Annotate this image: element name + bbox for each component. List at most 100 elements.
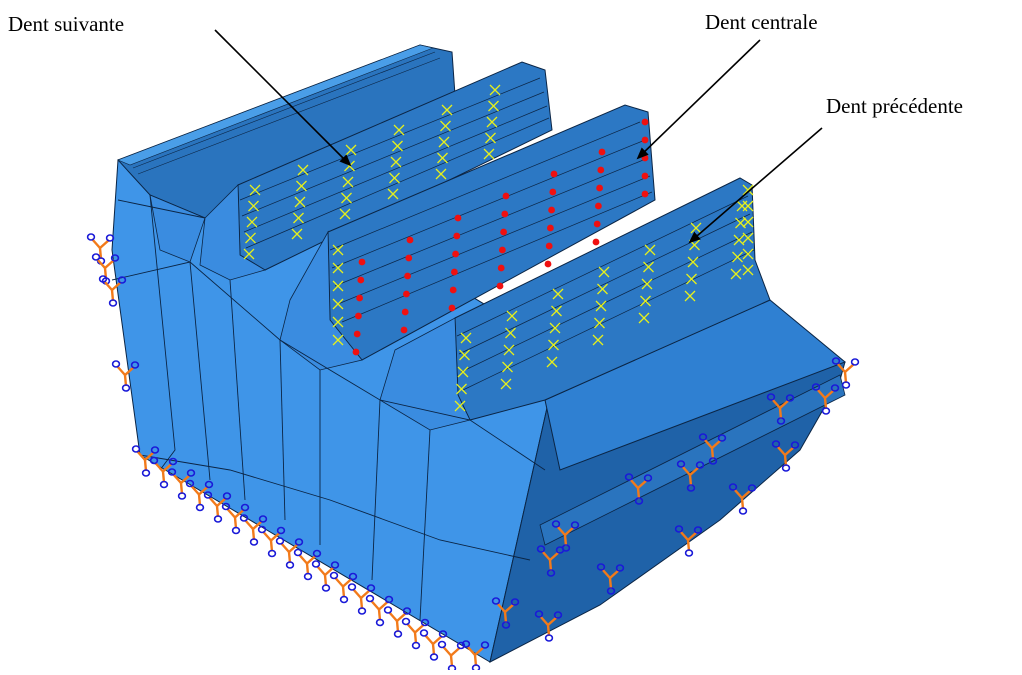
node-marker-icon — [441, 104, 453, 116]
node-marker-icon — [342, 176, 354, 188]
node-marker-icon — [546, 356, 558, 368]
node-marker-icon — [291, 228, 303, 240]
contact-node-icon — [405, 254, 413, 262]
body-right-band — [539, 374, 846, 546]
contact-node-icon — [356, 294, 363, 302]
node-marker-icon — [742, 200, 754, 212]
node-marker-icon — [506, 310, 518, 322]
node-marker-icon — [392, 140, 403, 152]
contact-node-icon — [547, 224, 554, 232]
node-marker-icon — [332, 316, 344, 328]
contact-node-icon — [496, 282, 504, 290]
node-marker-icon — [341, 192, 352, 204]
contact-node-icon — [596, 184, 603, 192]
node-marker-icon — [332, 244, 344, 256]
arrow-previous-tooth — [688, 127, 823, 244]
contact-node-icon — [641, 118, 649, 126]
node-marker-icon — [690, 222, 702, 234]
node-marker-icon — [294, 196, 306, 208]
node-marker-icon — [503, 344, 515, 356]
node-marker-icon — [687, 256, 699, 268]
node-marker-icon — [641, 278, 653, 290]
node-marker-icon — [454, 400, 466, 412]
node-marker-icon — [437, 152, 448, 164]
contact-node-icon — [406, 236, 414, 244]
boundary-condition-icon — [437, 640, 466, 673]
node-marker-icon — [345, 144, 357, 156]
node-marker-icon — [332, 298, 344, 310]
contact-node-icon — [593, 220, 601, 228]
node-marker-icon — [339, 208, 351, 220]
node-marker-icon — [293, 212, 304, 224]
node-marker-icon — [332, 334, 344, 346]
contact-node-icon — [448, 304, 456, 312]
contact-node-icon — [545, 242, 553, 250]
contact-node-icon — [454, 214, 462, 222]
node-marker-icon — [742, 232, 754, 244]
node-marker-icon — [594, 317, 605, 329]
node-marker-icon — [640, 295, 651, 307]
contact-node-icon — [641, 154, 649, 162]
node-marker-icon — [638, 312, 650, 324]
node-marker-icon — [390, 156, 402, 168]
tooth-central — [279, 104, 656, 371]
node-marker-icon — [595, 300, 607, 312]
contact-node-icon — [548, 206, 555, 214]
node-marker-icon — [296, 180, 307, 192]
node-marker-icon — [440, 120, 451, 132]
node-marker-icon — [332, 262, 344, 274]
contact-node-icon — [499, 246, 506, 254]
contact-node-icon — [357, 276, 365, 284]
node-marker-icon — [598, 266, 610, 278]
contact-node-icon — [403, 290, 410, 298]
node-marker-icon — [332, 280, 344, 292]
node-marker-icon — [742, 264, 754, 276]
tooth-next — [199, 61, 553, 281]
contact-node-icon — [549, 188, 557, 196]
contact-node-icon — [597, 166, 605, 174]
node-marker-icon — [387, 188, 399, 200]
node-marker-icon — [457, 366, 469, 378]
contact-node-icon — [358, 258, 366, 266]
node-marker-icon — [502, 361, 513, 373]
node-marker-icon — [597, 283, 608, 295]
contact-node-icon — [502, 192, 510, 200]
contact-node-icon — [592, 238, 600, 246]
contact-node-icon — [451, 268, 458, 276]
contact-node-icon — [550, 170, 558, 178]
node-marker-icon — [246, 216, 258, 228]
node-marker-icon — [243, 248, 255, 260]
contact-node-icon — [453, 232, 461, 240]
contact-node-icon — [400, 326, 408, 334]
label-central-tooth: Dent centrale — [705, 10, 818, 34]
node-marker-icon — [548, 339, 559, 351]
contact-node-icon — [352, 348, 360, 356]
annotation-arrows — [214, 29, 823, 244]
node-marker-icon — [505, 327, 516, 339]
node-marker-icon — [245, 232, 256, 244]
node-marker-icon — [486, 116, 498, 128]
node-marker-icon — [643, 261, 654, 273]
node-marker-icon — [551, 305, 562, 317]
node-marker-icon — [742, 248, 754, 260]
contact-node-icon — [598, 148, 606, 156]
node-marker-icon — [552, 288, 564, 300]
node-marker-icon — [549, 322, 561, 334]
node-marker-icon — [730, 268, 742, 280]
node-marker-icon — [742, 184, 754, 196]
contact-node-icon — [641, 136, 649, 144]
contact-node-icon — [641, 190, 649, 198]
node-marker-icon — [483, 148, 495, 160]
boundary-condition-icon — [86, 232, 115, 266]
label-next-tooth: Dent suivante — [8, 12, 125, 36]
contact-node-icon — [497, 264, 505, 272]
node-marker-icon — [249, 184, 261, 196]
contact-node-icon — [449, 286, 457, 294]
node-marker-icon — [456, 383, 467, 395]
contact-node-icon — [595, 202, 602, 210]
node-marker-icon — [733, 234, 745, 246]
node-marker-icon — [438, 136, 450, 148]
label-previous-tooth: Dent précédente — [826, 94, 964, 118]
